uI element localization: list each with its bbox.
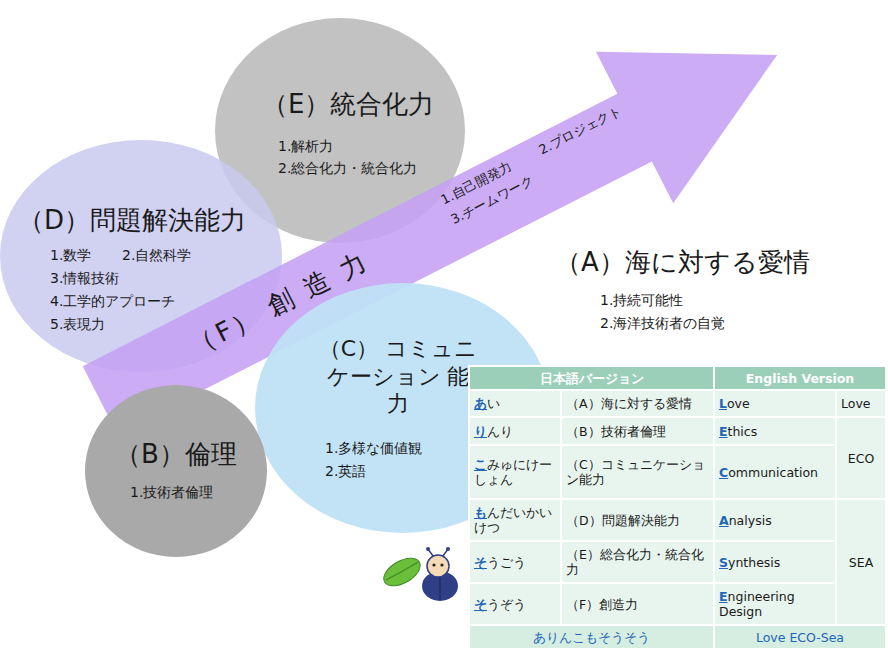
table-cell: そうごう xyxy=(469,541,561,583)
table-label: Love xyxy=(719,396,750,411)
text-slot: 2.総合化力・統合化力 xyxy=(278,158,417,178)
item-text: 1.技術者倫理 xyxy=(130,484,213,502)
table-label: こみゅにけーしょん xyxy=(474,457,556,487)
item-text: 2.自然科学 xyxy=(122,247,191,265)
table-label: （A）海に対する愛情 xyxy=(566,396,692,411)
table-cell: Analysis xyxy=(714,499,836,541)
table-cell: Love xyxy=(836,390,886,417)
item-text: 5.表現力 xyxy=(50,316,105,334)
table-label: 日本語バージョン xyxy=(540,371,644,386)
table-label: そうごう xyxy=(474,555,526,570)
text-slot: 2.海洋技術者の自覚 xyxy=(600,313,725,333)
text-slot: 2.英語 xyxy=(325,461,366,481)
table-label: Love xyxy=(841,396,870,411)
text-slot: （A）海に対する愛情 xyxy=(555,246,810,279)
item-text: 1.数学 xyxy=(50,247,91,265)
item-text: 4.工学的アプローチ xyxy=(50,293,175,311)
text-slot: 1.解析力 xyxy=(278,136,333,156)
node-title: （E）統合化力 xyxy=(262,88,434,121)
table-cell: Ethics xyxy=(714,417,836,445)
table-label: Engineering Design xyxy=(719,589,831,619)
text-slot: （D）問題解決能力 xyxy=(18,204,246,237)
text-slot: 4.工学的アプローチ xyxy=(50,291,175,311)
text-slot: 3.情報技術 xyxy=(50,268,119,288)
table-label: Love ECO-Sea xyxy=(756,630,844,645)
table-label: （E）総合化力・統合化力 xyxy=(566,547,704,577)
item-text: 3.情報技術 xyxy=(50,270,119,288)
table-label: English Version xyxy=(746,371,855,386)
table-cell: （E）総合化力・統合化力 xyxy=(561,541,714,583)
table-cell: SEA xyxy=(836,499,886,625)
table-cell: Synthesis xyxy=(714,541,836,583)
table-cell: （A）海に対する愛情 xyxy=(561,390,714,417)
table-cell: （C）コミュニケーション能力 xyxy=(561,445,714,499)
table-cell: ありんこもそうそう xyxy=(469,625,714,649)
table-label: （D）問題解決能力 xyxy=(566,513,680,528)
text-slot: （E）統合化力 xyxy=(262,88,434,121)
text-slot: （B）倫理 xyxy=(115,438,237,471)
table-label: Analysis xyxy=(719,513,772,528)
table-cell: （D）問題解決能力 xyxy=(561,499,714,541)
table-label: （C）コミュニケーション能力 xyxy=(566,457,705,487)
table-cell: もんだいかいけつ xyxy=(469,499,561,541)
table-label: あい xyxy=(474,396,500,411)
item-text: 1.多様な価値観 xyxy=(325,440,422,458)
mnemonic-table: 日本語バージョンEnglish Versionあい（A）海に対する愛情LoveL… xyxy=(468,365,887,650)
table-label: Synthesis xyxy=(719,555,780,570)
ellipse-shape xyxy=(85,385,267,557)
table-label: Ethics xyxy=(719,424,757,439)
text-slot: 1.技術者倫理 xyxy=(130,482,213,502)
table-label: もんだいかいけつ xyxy=(474,505,556,535)
table-cell: English Version xyxy=(714,366,886,390)
table-cell: あい xyxy=(469,390,561,417)
text-slot: （C） コミュニケーション 能力 xyxy=(318,335,478,418)
text-slot: 1.持続可能性 xyxy=(600,290,683,310)
item-text: 1.解析力 xyxy=(278,138,333,156)
table-label: ありんこもそうそう xyxy=(533,630,650,645)
node-title: （D）問題解決能力 xyxy=(18,204,246,237)
item-text: 1.持続可能性 xyxy=(600,292,683,310)
ethics-circle: （B）倫理 1.技術者倫理 xyxy=(85,385,267,557)
table-cell: Love xyxy=(714,390,836,417)
table-label: そうぞう xyxy=(474,597,526,612)
text-slot: 1.多様な価値観 xyxy=(325,438,422,458)
table-label: （F）創造力 xyxy=(566,597,638,612)
table-cell: こみゅにけーしょん xyxy=(469,445,561,499)
table-cell: Engineering Design xyxy=(714,583,836,625)
table-cell: （B）技術者倫理 xyxy=(561,417,714,445)
node-title: （A）海に対する愛情 xyxy=(555,246,810,279)
table-label: SEA xyxy=(849,555,873,570)
table-label: りんり xyxy=(474,424,513,439)
node-title: （C） コミュニケーション 能力 xyxy=(318,335,478,418)
table-label: ECO xyxy=(848,451,874,466)
table-label: Communication xyxy=(719,465,818,480)
item-text: 2.海洋技術者の自覚 xyxy=(600,315,725,333)
text-slot: 5.表現力 xyxy=(50,314,105,334)
item-text: 2.英語 xyxy=(325,463,366,481)
table-cell: そうぞう xyxy=(469,583,561,625)
table-cell: ECO xyxy=(836,417,886,499)
node-title: （B）倫理 xyxy=(115,438,237,471)
table-cell: 日本語バージョン xyxy=(469,366,714,390)
table-cell: りんり xyxy=(469,417,561,445)
text-slot: 2.自然科学 xyxy=(122,245,191,265)
table-label: （B）技術者倫理 xyxy=(566,424,666,439)
table-cell: Communication xyxy=(714,445,836,499)
text-slot: 1.数学 xyxy=(50,245,91,265)
table-cell: （F）創造力 xyxy=(561,583,714,625)
item-text: 2.総合化力・統合化力 xyxy=(278,160,417,178)
table-cell: Love ECO-Sea xyxy=(714,625,886,649)
